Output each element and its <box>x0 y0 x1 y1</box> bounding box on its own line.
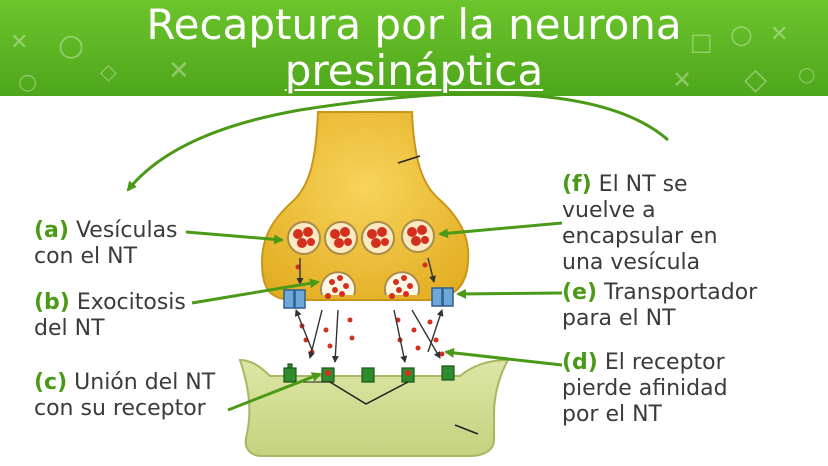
label-f-line3: encapsular en <box>562 224 718 249</box>
pointer-a <box>185 230 284 245</box>
label-c-letter: (c) <box>34 370 68 395</box>
exocytosis-vesicle <box>320 271 356 299</box>
label-d-line2: pierde afinidad <box>562 376 728 401</box>
cross-icon: ✕ <box>10 30 29 55</box>
cross-icon: ✕ <box>770 22 789 47</box>
label-b-line2: del NT <box>34 316 105 341</box>
presynaptic-terminal <box>260 111 470 301</box>
title-line-2: presináptica <box>284 46 544 95</box>
circle-icon: ○ <box>18 70 38 95</box>
label-f-letter: (f) <box>562 172 592 197</box>
label-e: (e) Transportador para el NT <box>562 280 757 332</box>
label-b-line1: Exocitosis <box>69 290 186 315</box>
label-d: (d) El receptor pierde afinidad por el N… <box>562 350 728 428</box>
pointer-e <box>456 288 563 299</box>
diffusion-arrows <box>294 257 444 363</box>
vesicle <box>287 221 321 255</box>
vesicle <box>361 221 395 255</box>
title-banner: ✕ ○ ◇ ✕ ○ □ ○ ✕ ✕ ◇ ○ Recaptura por la n… <box>0 0 828 96</box>
pointer-b <box>191 278 320 305</box>
label-a-line1: Vesículas <box>68 218 178 243</box>
label-c-line2: con su receptor <box>34 396 206 421</box>
cross-icon: ✕ <box>672 66 693 94</box>
page-title: Recaptura por la neurona presináptica <box>0 2 828 94</box>
vesicle <box>324 221 358 255</box>
label-f: (f) El NT se vuelve a encapsular en una … <box>562 172 718 276</box>
circle-icon: ○ <box>730 20 753 50</box>
transporter <box>283 289 306 309</box>
label-d-line1: El receptor <box>597 350 725 375</box>
pointer-f <box>438 221 563 239</box>
receptor <box>361 367 375 383</box>
label-e-line2: para el NT <box>562 306 676 331</box>
pointer-d <box>444 347 563 367</box>
square-icon: ◇ <box>744 62 768 96</box>
exocytosis-vesicle <box>384 271 420 299</box>
cross-icon: ✕ <box>168 56 190 86</box>
label-e-letter: (e) <box>562 280 598 305</box>
label-a-line2: con el NT <box>34 244 138 269</box>
label-f-line1: El NT se <box>591 172 688 197</box>
receptor <box>441 365 455 381</box>
label-f-line2: vuelve a <box>562 198 656 223</box>
title-line-1: Recaptura por la neurona <box>146 0 682 49</box>
label-a: (a) Vesículas con el NT <box>34 218 178 270</box>
recycle-arrow <box>126 92 669 192</box>
label-b-letter: (b) <box>34 290 70 315</box>
postsynaptic-terminal <box>238 358 510 457</box>
transporter <box>431 287 454 307</box>
diamond-icon: ◇ <box>100 60 117 85</box>
receptor <box>283 363 297 383</box>
circle-icon: ○ <box>798 62 816 86</box>
circle-icon: ○ <box>58 28 85 63</box>
label-a-letter: (a) <box>34 218 69 243</box>
vesicle <box>401 219 435 253</box>
pointer-c <box>227 372 322 412</box>
label-e-line1: Transportador <box>597 280 758 305</box>
label-d-letter: (d) <box>562 350 598 375</box>
vesicle-group <box>287 219 435 255</box>
axon-marker <box>397 155 421 164</box>
neurotransmitter-dots <box>295 262 445 357</box>
label-f-line4: una vesícula <box>562 250 701 275</box>
receptor-bracket <box>329 381 409 405</box>
label-c-line1: Unión del NT <box>67 370 216 395</box>
label-b: (b) Exocitosis del NT <box>34 290 186 342</box>
square-icon: □ <box>690 28 713 56</box>
label-c: (c) Unión del NT con su receptor <box>34 370 215 422</box>
label-d-line3: por el NT <box>562 402 662 427</box>
dendrite-marker <box>454 424 479 435</box>
